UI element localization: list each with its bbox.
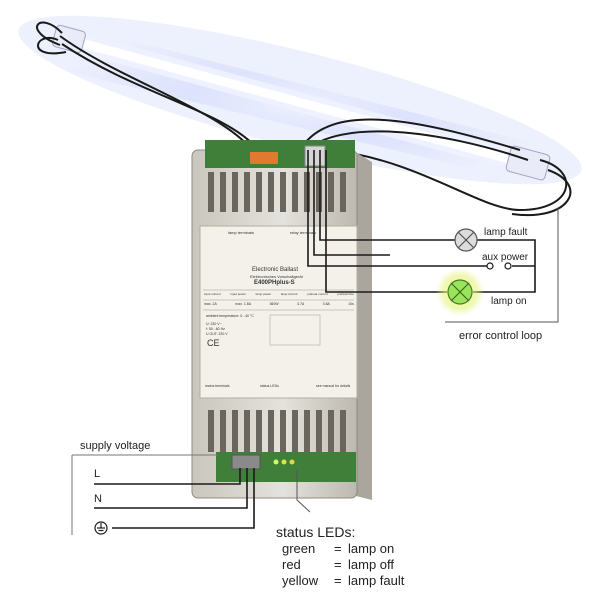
error-control-loop-bracket: [445, 208, 559, 323]
ground-icon: [94, 521, 108, 535]
uv-lamp: [18, 15, 582, 190]
spec-value: 10s: [348, 302, 354, 306]
supply-wires: [94, 468, 255, 529]
indicator-lamp-icon: [436, 268, 484, 316]
pcb-top: [205, 140, 355, 168]
indicator-lamp-icon: [454, 228, 478, 252]
legend-eq: =: [334, 573, 342, 588]
lamp-wires: [36, 21, 572, 217]
plate-status-leds-caption: status LEDs: [260, 384, 279, 388]
plate-mains-caption: mains terminals: [205, 384, 230, 388]
plate-voltage-1: U: 230 V~: [206, 322, 222, 326]
spec-header: preheat current: [307, 292, 328, 296]
spec-value: 3.8A: [322, 302, 330, 306]
legend-color: red: [282, 557, 301, 572]
terminal-block-top-left: [250, 152, 278, 164]
plate-specs-headers: input current input power lamp power lam…: [204, 292, 354, 296]
legend-color: green: [282, 541, 316, 556]
plate-title: Electronic Ballast: [252, 267, 299, 273]
plate-voltage-2: f: 50...60 Hz: [206, 327, 225, 331]
status-leds-legend: green = lamp on red = lamp off yellow = lamp f…: [282, 541, 404, 589]
aux-power-contact-left: [486, 262, 494, 270]
legend-eq: =: [334, 557, 342, 572]
spec-header: lamp power: [255, 292, 272, 296]
spec-header: preheat time: [337, 292, 354, 296]
ce-mark: CE: [207, 338, 220, 348]
spec-header: input current: [204, 292, 221, 296]
live-label: L: [94, 468, 101, 480]
neutral-label: N: [94, 493, 102, 505]
legend-meaning: lamp on: [348, 541, 395, 556]
aux-power-contact-right: [504, 262, 512, 270]
mains-terminal-block: [231, 454, 261, 470]
error-control-wiring: [307, 150, 536, 293]
error-control-loop-label: error control loop: [459, 330, 543, 342]
legend-meaning: lamp fault: [348, 573, 405, 588]
status-leds-title: status LEDs:: [276, 524, 356, 540]
electronic-ballast: [191, 140, 372, 500]
spec-value: 3.7A: [297, 302, 305, 306]
aux-power-label: aux power: [482, 252, 529, 263]
status-leds-leader: [296, 470, 311, 513]
legend-color: yellow: [282, 573, 319, 588]
vent-slots-bottom: [208, 410, 346, 452]
spec-value: 360W: [269, 302, 279, 306]
spec-header: input power: [230, 292, 246, 296]
plate-manual-note: see manual for details: [316, 384, 351, 388]
plate-ambient: ambient temperature: 0...40 °C: [206, 314, 254, 318]
plate-specs-values: max. 2A max. 1.8A 360W 3.7A 3.8A 10s: [204, 302, 354, 306]
legend-eq: =: [334, 541, 342, 556]
lamp-end-cap-right: [505, 145, 551, 181]
ballast-nameplate: [199, 225, 358, 399]
spec-header: lamp current: [280, 292, 298, 296]
supply-voltage-label: supply voltage: [80, 440, 151, 452]
status-led-array: [273, 459, 295, 465]
legend-row-yellow: yellow = lamp fault: [282, 573, 404, 589]
spec-value: max. 1.8A: [235, 302, 252, 306]
plate-model: E400PHplus-S: [254, 280, 295, 286]
plate-lamp-terminals: lamp terminals: [228, 230, 255, 235]
plate-relay-terminals: relay terminals: [290, 230, 317, 235]
plate-voltage-3: U OUT: 230 V: [206, 332, 228, 336]
lamp-fault-label: lamp fault: [484, 227, 528, 238]
legend-row-red: red = lamp off: [282, 557, 404, 573]
spec-value: max. 2A: [204, 302, 217, 306]
lamp-tube-core: [65, 35, 525, 167]
plate-subtitle: Elektronisches Vorschaltgerät: [250, 274, 303, 279]
legend-meaning: lamp off: [348, 557, 395, 572]
lamp-on-label: lamp on: [491, 296, 527, 307]
legend-row-green: green = lamp on: [282, 541, 404, 557]
vent-slots-top: [208, 172, 346, 212]
